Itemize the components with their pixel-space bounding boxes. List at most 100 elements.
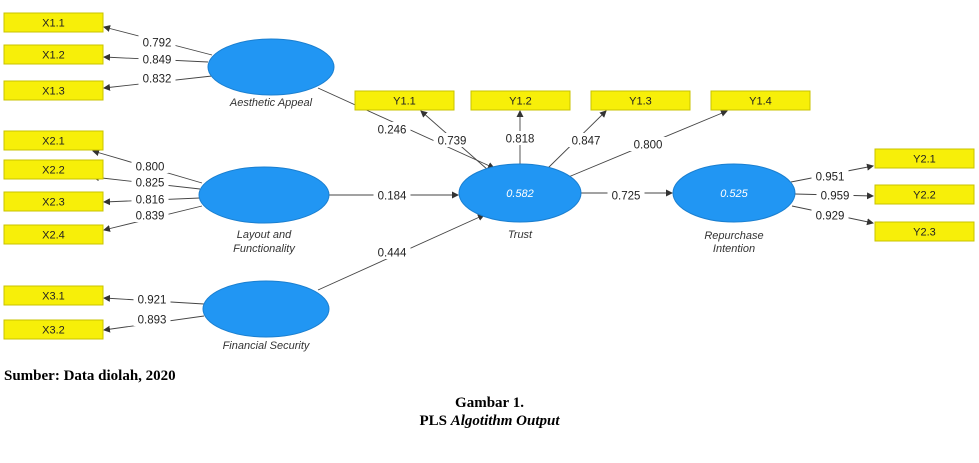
latent-label: Layout and bbox=[237, 229, 292, 241]
loading-value-X3-2-text: 0.893 bbox=[138, 315, 167, 327]
indicator-Y1-1: Y1.1 bbox=[354, 90, 455, 111]
loading-value-X2-3-bg bbox=[131, 192, 169, 206]
indicator-label: Y1.4 bbox=[749, 96, 772, 108]
loading-value-X3-1: 0.921 bbox=[133, 292, 171, 307]
indicator-box bbox=[874, 221, 975, 242]
latent-ellipse bbox=[458, 163, 582, 223]
path-coefficient-lf-tr-bg bbox=[373, 188, 411, 202]
indicator-box bbox=[590, 90, 691, 111]
loading-value-X3-1-text: 0.921 bbox=[138, 295, 167, 307]
path-coefficient-aa-tr-bg bbox=[373, 122, 411, 136]
loading-value-Y1-4: 0.800 bbox=[629, 137, 667, 152]
path-coefficient-tr-ri-text: 0.725 bbox=[612, 191, 641, 203]
loading-value-Y1-2-bg bbox=[501, 131, 539, 145]
latent-ellipse bbox=[202, 280, 330, 338]
loading-value-X1-3-text: 0.832 bbox=[143, 74, 172, 86]
pls-path-diagram: X1.1X1.2X1.3X2.1X2.2X2.3X2.4X3.1X3.2Y1.1… bbox=[3, 12, 975, 352]
indicator-Y2-2: Y2.2 bbox=[874, 184, 975, 205]
indicator-box bbox=[3, 159, 104, 180]
loading-value-X2-1: 0.800 bbox=[131, 159, 169, 174]
path-coefficient-tr-ri-bg bbox=[607, 188, 645, 202]
indicator-box bbox=[3, 80, 104, 101]
path-coefficient-aa-tr-text: 0.246 bbox=[378, 125, 407, 137]
loading-value-X2-1-text: 0.800 bbox=[136, 162, 165, 174]
latent-ellipse bbox=[207, 38, 335, 96]
latent-variable-aa: Aesthetic Appeal bbox=[207, 38, 335, 109]
loading-value-Y2-2: 0.959 bbox=[816, 188, 854, 203]
indicator-X1-1: X1.1 bbox=[3, 12, 104, 33]
indicator-label: X2.3 bbox=[42, 197, 65, 209]
loading-value-Y1-4-bg bbox=[629, 137, 667, 151]
loading-value-Y1-2: 0.818 bbox=[501, 131, 539, 146]
path-coefficient-lf-tr: 0.184 bbox=[373, 188, 411, 203]
path-coefficient-aa-tr: 0.246 bbox=[373, 122, 411, 137]
indicator-X2-4: X2.4 bbox=[3, 224, 104, 245]
indicator-label: X1.3 bbox=[42, 86, 65, 98]
loading-value-Y2-3: 0.929 bbox=[811, 208, 849, 223]
indicator-label: Y2.3 bbox=[913, 227, 936, 239]
indicator-label: X2.1 bbox=[42, 136, 65, 148]
loading-value-Y2-1-bg bbox=[811, 169, 849, 183]
indicator-X3-1: X3.1 bbox=[3, 285, 104, 306]
r-squared-value: 0.525 bbox=[720, 188, 748, 200]
indicator-X2-2: X2.2 bbox=[3, 159, 104, 180]
loading-value-X1-3-bg bbox=[138, 71, 176, 85]
loading-value-X1-2: 0.849 bbox=[138, 52, 176, 67]
indicator-Y1-3: Y1.3 bbox=[590, 90, 691, 111]
indicator-label: Y2.2 bbox=[913, 190, 936, 202]
loading-value-Y2-3-bg bbox=[811, 208, 849, 222]
path-coefficient-fs-tr-bg bbox=[373, 245, 411, 259]
latent-label: Intention bbox=[713, 243, 755, 255]
loading-value-Y2-1: 0.951 bbox=[811, 169, 849, 184]
loading-value-X3-1-bg bbox=[133, 292, 171, 306]
indicator-label: Y2.1 bbox=[913, 154, 936, 166]
latent-label: Financial Security bbox=[223, 340, 311, 352]
loading-value-X1-2-bg bbox=[138, 52, 176, 66]
path-coefficient-tr-ri: 0.725 bbox=[607, 188, 645, 203]
loading-value-Y1-1-bg bbox=[433, 133, 471, 147]
loading-value-X2-2: 0.825 bbox=[131, 175, 169, 190]
loading-value-Y1-3: 0.847 bbox=[567, 133, 605, 148]
path-coefficient-fs-tr: 0.444 bbox=[373, 245, 411, 260]
loading-value-Y2-2-text: 0.959 bbox=[821, 191, 850, 203]
indicator-box bbox=[354, 90, 455, 111]
indicator-Y1-4: Y1.4 bbox=[710, 90, 811, 111]
figure-number: Gambar 1. bbox=[455, 395, 524, 411]
weights-layer: 0.7920.8490.8320.8000.8250.8160.8390.921… bbox=[131, 35, 854, 327]
latent-variable-fs: Financial Security bbox=[202, 280, 330, 352]
indicator-X2-3: X2.3 bbox=[3, 191, 104, 212]
loading-value-Y2-3-text: 0.929 bbox=[816, 211, 845, 223]
latent-label: Repurchase bbox=[704, 230, 763, 242]
latent-label: Trust bbox=[508, 229, 533, 241]
loading-value-X1-2-text: 0.849 bbox=[143, 55, 172, 67]
latent-label: Functionality bbox=[233, 243, 296, 255]
indicator-box bbox=[3, 285, 104, 306]
indicator-box bbox=[3, 224, 104, 245]
loading-value-X1-1-bg bbox=[138, 35, 176, 49]
loading-value-X2-3-text: 0.816 bbox=[136, 195, 165, 207]
indicator-box bbox=[3, 44, 104, 65]
loading-value-Y1-3-text: 0.847 bbox=[572, 136, 601, 148]
loading-value-X3-2: 0.893 bbox=[133, 312, 171, 327]
indicator-box bbox=[874, 184, 975, 205]
indicator-box bbox=[710, 90, 811, 111]
loading-value-Y1-3-bg bbox=[567, 133, 605, 147]
nodes-layer: X1.1X1.2X1.3X2.1X2.2X2.3X2.4X3.1X3.2Y1.1… bbox=[3, 12, 975, 352]
loading-value-X2-1-bg bbox=[131, 159, 169, 173]
indicator-label: X1.2 bbox=[42, 50, 65, 62]
indicator-label: X2.4 bbox=[42, 230, 65, 242]
loading-value-X2-4-text: 0.839 bbox=[136, 211, 165, 223]
indicator-Y2-3: Y2.3 bbox=[874, 221, 975, 242]
loading-value-Y1-1-text: 0.739 bbox=[438, 136, 467, 148]
indicator-label: Y1.3 bbox=[629, 96, 652, 108]
loading-value-X2-3: 0.816 bbox=[131, 192, 169, 207]
indicator-Y2-1: Y2.1 bbox=[874, 148, 975, 169]
indicator-box bbox=[874, 148, 975, 169]
loading-value-X1-1: 0.792 bbox=[138, 35, 176, 50]
indicator-box bbox=[3, 12, 104, 33]
loading-value-X3-2-bg bbox=[133, 312, 171, 326]
path-coefficient-lf-tr-text: 0.184 bbox=[378, 191, 407, 203]
